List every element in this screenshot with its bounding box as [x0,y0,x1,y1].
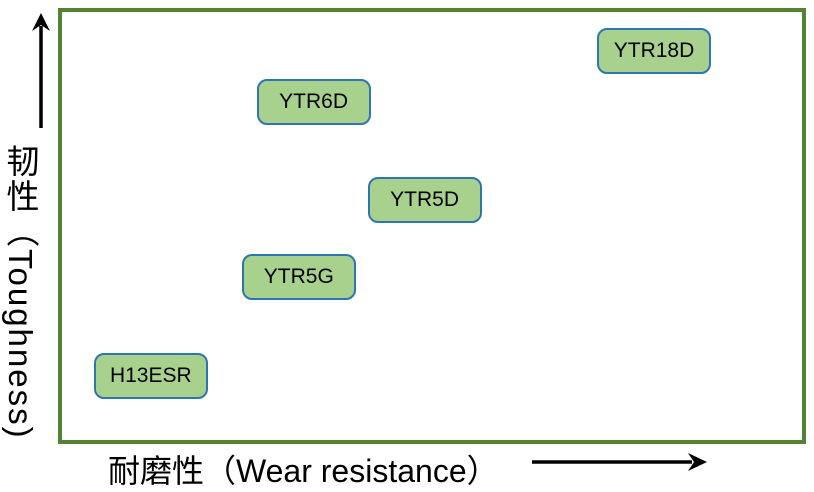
material-node-h13esr: H13ESR [93,352,208,399]
material-node-label: YTR5D [390,188,460,212]
material-node-label: H13ESR [109,363,192,387]
material-node-ytr6d: YTR6D [256,78,371,125]
chart-plot-area: YTR18D YTR6D YTR5D YTR5G H13ESR [58,8,806,444]
material-node-label: YTR5G [263,265,334,289]
x-axis-label: 耐磨性（Wear resistance） [108,453,499,489]
material-node-ytr18d: YTR18D [597,27,711,74]
y-axis-label: 韧性（Toughness) [2,144,39,440]
y-axis-arrow-icon [32,13,50,128]
material-node-ytr5g: YTR5G [241,254,356,301]
material-node-label: YTR18D [613,38,695,62]
x-axis-arrow-icon [532,453,707,471]
material-node-ytr5d: YTR5D [367,177,482,224]
material-node-label: YTR6D [279,89,349,113]
